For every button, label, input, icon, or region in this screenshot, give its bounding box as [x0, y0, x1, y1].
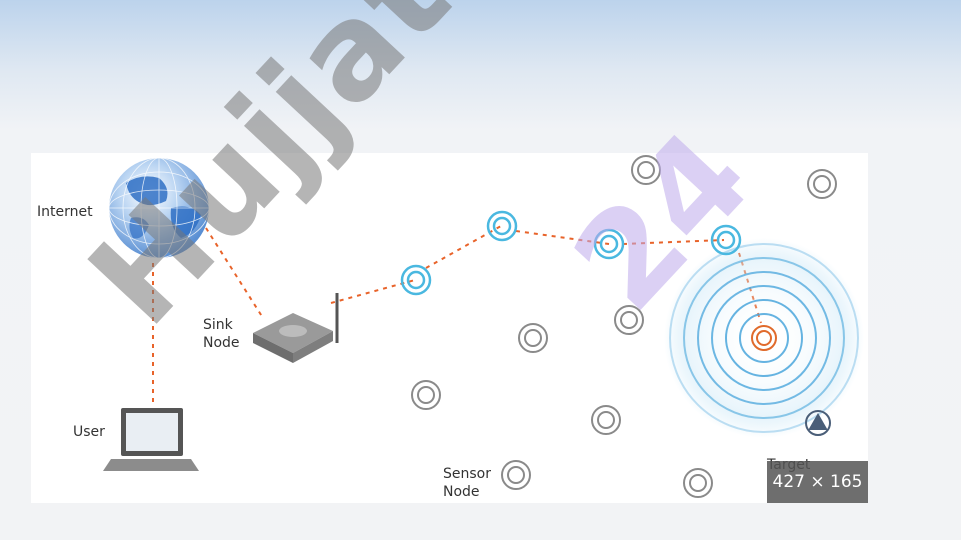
target-vehicle-icon [805, 410, 831, 436]
link-internet-sink [205, 227, 264, 319]
idle-sensor-node [631, 155, 661, 185]
idle-sensor-node [591, 405, 621, 435]
internet-globe-icon [108, 157, 210, 259]
active-sensor-node [593, 228, 625, 260]
active-sensor-node [400, 264, 432, 296]
active-sensor-nodes [400, 210, 742, 296]
active-sensor-node [486, 210, 518, 242]
user-laptop-icon [103, 408, 199, 471]
internet-label: Internet [37, 204, 93, 220]
diagram-graphics [103, 155, 864, 498]
sink-node-router-icon [253, 293, 339, 363]
idle-sensor-node [614, 305, 644, 335]
user-label: User [73, 424, 105, 440]
link-sensor-2-3 [515, 230, 610, 245]
active-sensor-node [710, 224, 742, 256]
idle-sensor-node [807, 169, 837, 199]
link-sensor-3-4 [622, 239, 725, 245]
image-size-badge: 427 × 165 [767, 461, 868, 503]
sensor-node-label: Sensor Node [443, 466, 491, 500]
idle-sensor-node [411, 380, 441, 410]
sink-node-label: Sink Node [203, 317, 240, 351]
target-radio-waves [664, 238, 864, 438]
target-node-icon [751, 325, 777, 351]
idle-sensor-nodes [411, 155, 837, 498]
link-sink-sensor-1 [330, 279, 416, 304]
idle-sensor-node [683, 468, 713, 498]
idle-sensor-node [518, 323, 548, 353]
wsn-diagram: Internet Sink Node User Sensor Node Targ… [31, 153, 868, 503]
idle-sensor-node [501, 460, 531, 490]
